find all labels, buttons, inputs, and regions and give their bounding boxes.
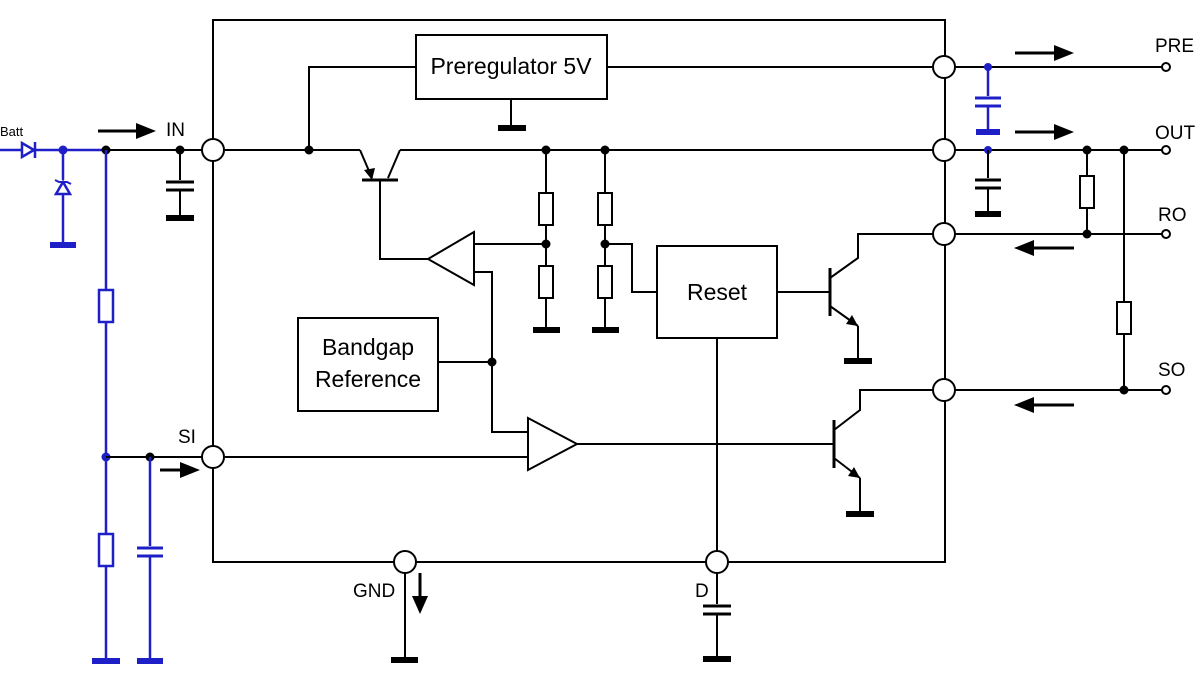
- terminal-ro: [1161, 229, 1171, 239]
- pin-label-so: SO: [1158, 360, 1185, 381]
- pin-label-out: OUT: [1155, 123, 1196, 144]
- pin-label-gnd: GND: [353, 581, 395, 602]
- junction-dot: [1082, 229, 1092, 239]
- current-arrow-down: [412, 573, 428, 614]
- so-pullup-resistor: [1116, 301, 1132, 335]
- pin-label-si: SI: [178, 427, 196, 448]
- resistor: [538, 192, 554, 226]
- pin-label-d: D: [695, 581, 709, 602]
- arrow-in: [98, 123, 156, 139]
- error-amplifier: [425, 230, 546, 433]
- delay-capacitor: [703, 604, 731, 616]
- pin-label-in: IN: [166, 120, 185, 141]
- terminal-pre: [1161, 62, 1171, 72]
- reset-output-transistor: [777, 233, 932, 364]
- junction-dot: [487, 357, 497, 367]
- pin-label-ro: RO: [1158, 205, 1187, 226]
- pin-gnd: [393, 550, 417, 574]
- wire-reset-sense: [605, 243, 657, 293]
- resistor: [597, 265, 613, 299]
- arrow-ro-in: [1014, 240, 1074, 256]
- preregulator-label: Preregulator 5V: [430, 53, 592, 79]
- pin-si: [201, 445, 225, 469]
- wire-prereg-feed: [308, 66, 416, 150]
- reverse-polarity-diode: [20, 140, 37, 160]
- pin-pre: [932, 55, 956, 79]
- pin-in: [201, 138, 225, 162]
- arrow-out-out: [1015, 124, 1074, 140]
- reset-block: Reset: [656, 245, 778, 339]
- sense-divider-lower-resistor: [97, 532, 115, 568]
- arrow-pre-out: [1015, 45, 1074, 61]
- bandgap-label-line2: Reference: [315, 366, 421, 392]
- pin-so: [932, 378, 956, 402]
- ro-pullup-resistor: [1079, 175, 1095, 209]
- pin-label-pre: PRE: [1155, 36, 1194, 57]
- pin-out: [932, 138, 956, 162]
- sense-comparator: [225, 416, 834, 472]
- preregulator-block: Preregulator 5V: [415, 34, 608, 100]
- reset-label: Reset: [687, 279, 748, 305]
- ic-outline: [212, 19, 946, 563]
- pin-d: [705, 550, 729, 574]
- terminal-out: [1161, 145, 1171, 155]
- junction-dot: [304, 145, 314, 155]
- bandgap-reference-block: Bandgap Reference: [297, 317, 439, 412]
- bandgap-label-line1: Bandgap: [322, 334, 414, 360]
- pass-transistor: [359, 149, 932, 260]
- sense-divider-upper-resistor: [97, 288, 115, 324]
- junction-dot: [1119, 385, 1129, 395]
- pin-ro: [932, 222, 956, 246]
- zener-diode: [50, 150, 76, 248]
- sense-output-transistor: [832, 389, 932, 517]
- resistor: [597, 192, 613, 226]
- batt-label: Batt: [0, 124, 24, 139]
- arrow-si: [160, 462, 200, 478]
- arrow-so-in: [1014, 397, 1074, 413]
- resistor: [538, 265, 554, 299]
- terminal-so: [1161, 385, 1171, 395]
